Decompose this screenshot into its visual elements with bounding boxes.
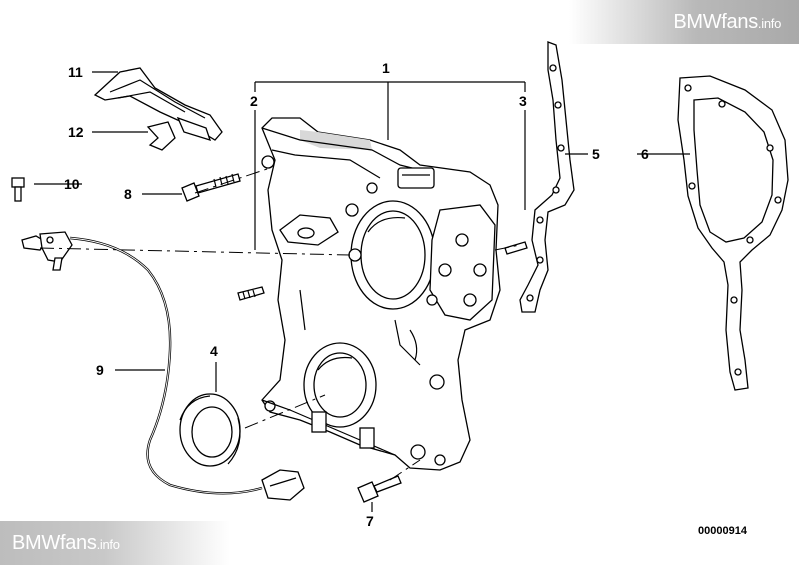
callout-2[interactable]: 2 (250, 93, 258, 109)
callout-1[interactable]: 1 (382, 60, 390, 76)
callout-labels: 1 2 3 4 5 6 7 8 9 10 11 12 (64, 60, 649, 529)
callout-leaders (34, 71, 690, 512)
watermark-bottom-suffix: .info (96, 537, 120, 552)
callout-3[interactable]: 3 (519, 93, 527, 109)
callout-6[interactable]: 6 (641, 146, 649, 162)
cover-bolt[interactable] (181, 173, 241, 202)
callout-9[interactable]: 9 (96, 362, 104, 378)
watermark-logo-top: BMWfans.info (569, 0, 799, 44)
retaining-clip[interactable] (146, 121, 176, 151)
watermark-top-brand: BMWfans (673, 11, 758, 33)
cover-gasket[interactable] (677, 75, 789, 391)
callout-11[interactable]: 11 (68, 64, 83, 80)
cover-screw[interactable] (357, 475, 402, 503)
timing-case-cover[interactable] (261, 117, 501, 471)
callout-8[interactable]: 8 (124, 186, 132, 202)
shaft-seal[interactable] (179, 393, 241, 467)
callout-4[interactable]: 4 (210, 343, 218, 359)
gasket-strip[interactable] (519, 41, 575, 313)
chain-guide-rail[interactable] (93, 67, 223, 141)
callout-10[interactable]: 10 (64, 176, 80, 192)
callout-7[interactable]: 7 (366, 513, 374, 529)
watermark-top-suffix: .info (757, 16, 781, 31)
dowel-pin[interactable] (237, 286, 265, 301)
watermark-logo-bottom: BMWfans.info (0, 521, 230, 565)
diagram-code: 00000914 (698, 525, 747, 537)
crankshaft-sensor[interactable] (21, 231, 305, 501)
sensor-screw[interactable] (11, 177, 25, 202)
watermark-bottom-brand: BMWfans (12, 532, 97, 554)
assembly-lines (39, 167, 521, 481)
callout-5[interactable]: 5 (592, 146, 600, 162)
callout-12[interactable]: 12 (68, 124, 84, 140)
dowel-pin-right[interactable] (504, 241, 528, 255)
